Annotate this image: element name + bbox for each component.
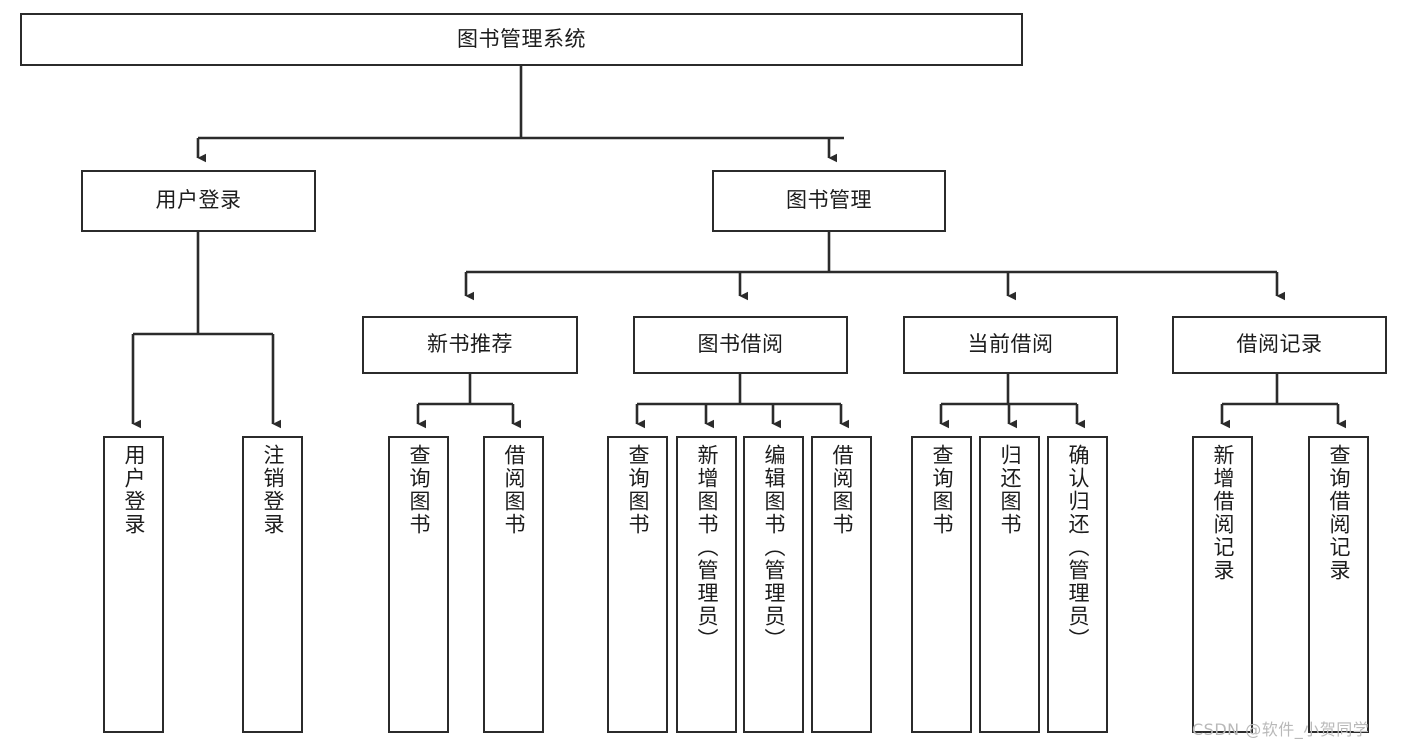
node-label: 图书借阅	[697, 332, 784, 357]
node-label: 借阅图书	[502, 444, 526, 536]
leaf-borrow-records-query-record[interactable]: 查询借阅记录	[1308, 436, 1369, 733]
node-book-management[interactable]: 图书管理	[712, 170, 946, 232]
node-label: 编辑图书（管理员）	[762, 444, 786, 651]
node-label: 新书推荐	[427, 332, 513, 357]
leaf-borrow-records-add-record[interactable]: 新增借阅记录	[1192, 436, 1253, 733]
leaf-book-borrow-edit-book-admin[interactable]: 编辑图书（管理员）	[743, 436, 804, 733]
csdn-watermark: CSDN @软件_小贺同学	[1192, 720, 1370, 739]
node-label: 用户登录	[155, 188, 242, 213]
node-label: 归还图书	[998, 444, 1022, 536]
leaf-new-book-borrow-book[interactable]: 借阅图书	[483, 436, 544, 733]
node-label: 新增借阅记录	[1211, 444, 1235, 582]
leaf-book-borrow-query-book[interactable]: 查询图书	[607, 436, 668, 733]
leaf-user-login-logout[interactable]: 注销登录	[242, 436, 303, 733]
leaf-current-borrow-return-book[interactable]: 归还图书	[979, 436, 1040, 733]
node-user-login[interactable]: 用户登录	[81, 170, 316, 232]
leaf-current-borrow-confirm-return-admin[interactable]: 确认归还（管理员）	[1047, 436, 1108, 733]
node-label: 查询图书	[930, 444, 954, 536]
node-label: 查询图书	[407, 444, 431, 536]
node-current-borrow[interactable]: 当前借阅	[903, 316, 1118, 374]
node-label: 用户登录	[122, 444, 146, 536]
node-label: 图书管理系统	[457, 26, 586, 51]
leaf-book-borrow-borrow-book[interactable]: 借阅图书	[811, 436, 872, 733]
node-new-book-recommend[interactable]: 新书推荐	[362, 316, 578, 374]
node-borrow-records[interactable]: 借阅记录	[1172, 316, 1387, 374]
node-label: 新增图书（管理员）	[695, 444, 719, 651]
node-label: 当前借阅	[967, 332, 1054, 357]
node-label: 注销登录	[261, 444, 285, 536]
node-label: 图书管理	[786, 188, 872, 213]
node-label: 确认归还（管理员）	[1066, 444, 1090, 651]
node-book-borrow[interactable]: 图书借阅	[633, 316, 848, 374]
leaf-user-login-login[interactable]: 用户登录	[103, 436, 164, 733]
node-label: 借阅图书	[830, 444, 854, 536]
leaf-current-borrow-query-book[interactable]: 查询图书	[911, 436, 972, 733]
node-label: 查询图书	[626, 444, 650, 536]
node-label: 借阅记录	[1236, 332, 1323, 357]
leaf-new-book-query-book[interactable]: 查询图书	[388, 436, 449, 733]
node-root-book-management-system[interactable]: 图书管理系统	[20, 13, 1023, 66]
node-label: 查询借阅记录	[1327, 444, 1351, 582]
leaf-book-borrow-add-book-admin[interactable]: 新增图书（管理员）	[676, 436, 737, 733]
